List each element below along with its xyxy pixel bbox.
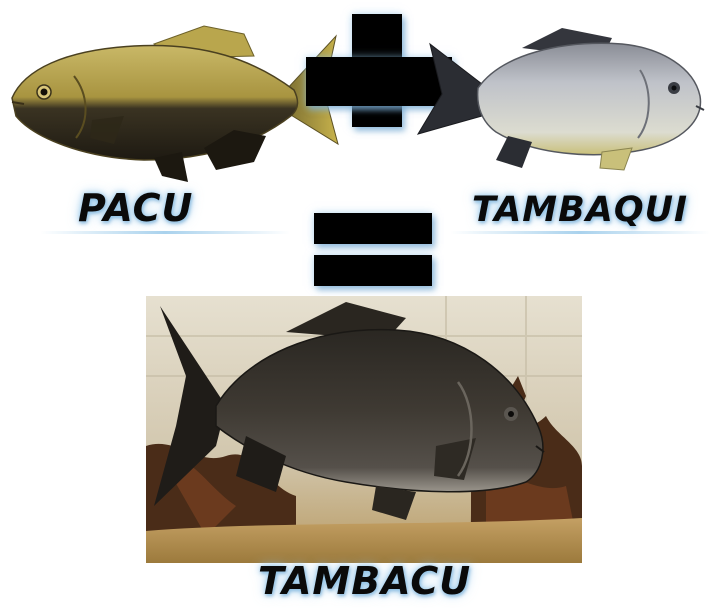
tambacu-photo [146,296,582,563]
pacu-label: PACU [78,186,193,230]
tambacu-fish-image [146,296,582,563]
tambaqui-fish-image [412,24,712,174]
equals-sign-bottom-bar [314,255,432,286]
pacu-fish-image [4,20,344,190]
equals-sign-top-bar [314,213,432,244]
tambacu-label: TAMBACU [258,559,471,603]
tambaqui-underline [450,231,710,234]
pacu-underline [40,231,290,234]
tambaqui-label: TAMBAQUI [472,190,688,230]
